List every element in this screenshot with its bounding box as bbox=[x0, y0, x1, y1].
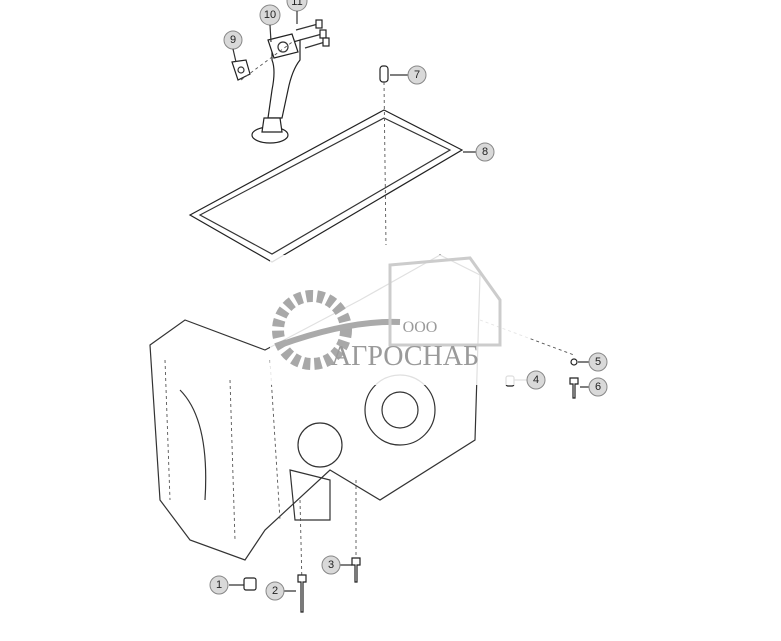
callout-6: 6 bbox=[588, 377, 608, 397]
watermark-prefix: ООО bbox=[403, 319, 438, 336]
callout-9: 9 bbox=[223, 30, 243, 63]
svg-text:2: 2 bbox=[272, 585, 278, 597]
svg-text:7: 7 bbox=[414, 69, 420, 81]
bolts bbox=[295, 19, 330, 49]
svg-text:10: 10 bbox=[264, 9, 276, 21]
callout-2: 2 bbox=[265, 581, 285, 601]
svg-text:1: 1 bbox=[216, 579, 222, 591]
svg-text:8: 8 bbox=[482, 146, 488, 158]
oil-suction-pipe bbox=[251, 33, 301, 144]
callout-5: 5 bbox=[588, 352, 608, 372]
watermark-logo: ООО АГРОСНАБ bbox=[270, 255, 530, 385]
callout-1: 1 bbox=[209, 575, 229, 595]
gear-icon bbox=[272, 290, 352, 370]
callout-3: 3 bbox=[321, 555, 341, 575]
svg-text:5: 5 bbox=[595, 356, 601, 368]
watermark-name: АГРОСНАБ bbox=[331, 341, 479, 372]
callout-7: 7 bbox=[407, 65, 427, 85]
callout-10: 10 bbox=[259, 4, 281, 43]
callout-8: 8 bbox=[475, 142, 495, 162]
svg-text:4: 4 bbox=[533, 374, 539, 386]
gasket-flange bbox=[231, 59, 251, 81]
svg-text:3: 3 bbox=[328, 559, 334, 571]
dowel-pin bbox=[379, 65, 389, 83]
callout-11: 11 bbox=[286, 0, 308, 24]
svg-text:9: 9 bbox=[230, 34, 236, 46]
svg-text:6: 6 bbox=[595, 381, 601, 393]
combine-harvester-icon bbox=[388, 256, 502, 347]
fasteners bbox=[243, 358, 579, 613]
callout-4: 4 bbox=[526, 370, 546, 390]
svg-text:11: 11 bbox=[291, 0, 302, 8]
oil-pan-gasket bbox=[188, 109, 464, 263]
